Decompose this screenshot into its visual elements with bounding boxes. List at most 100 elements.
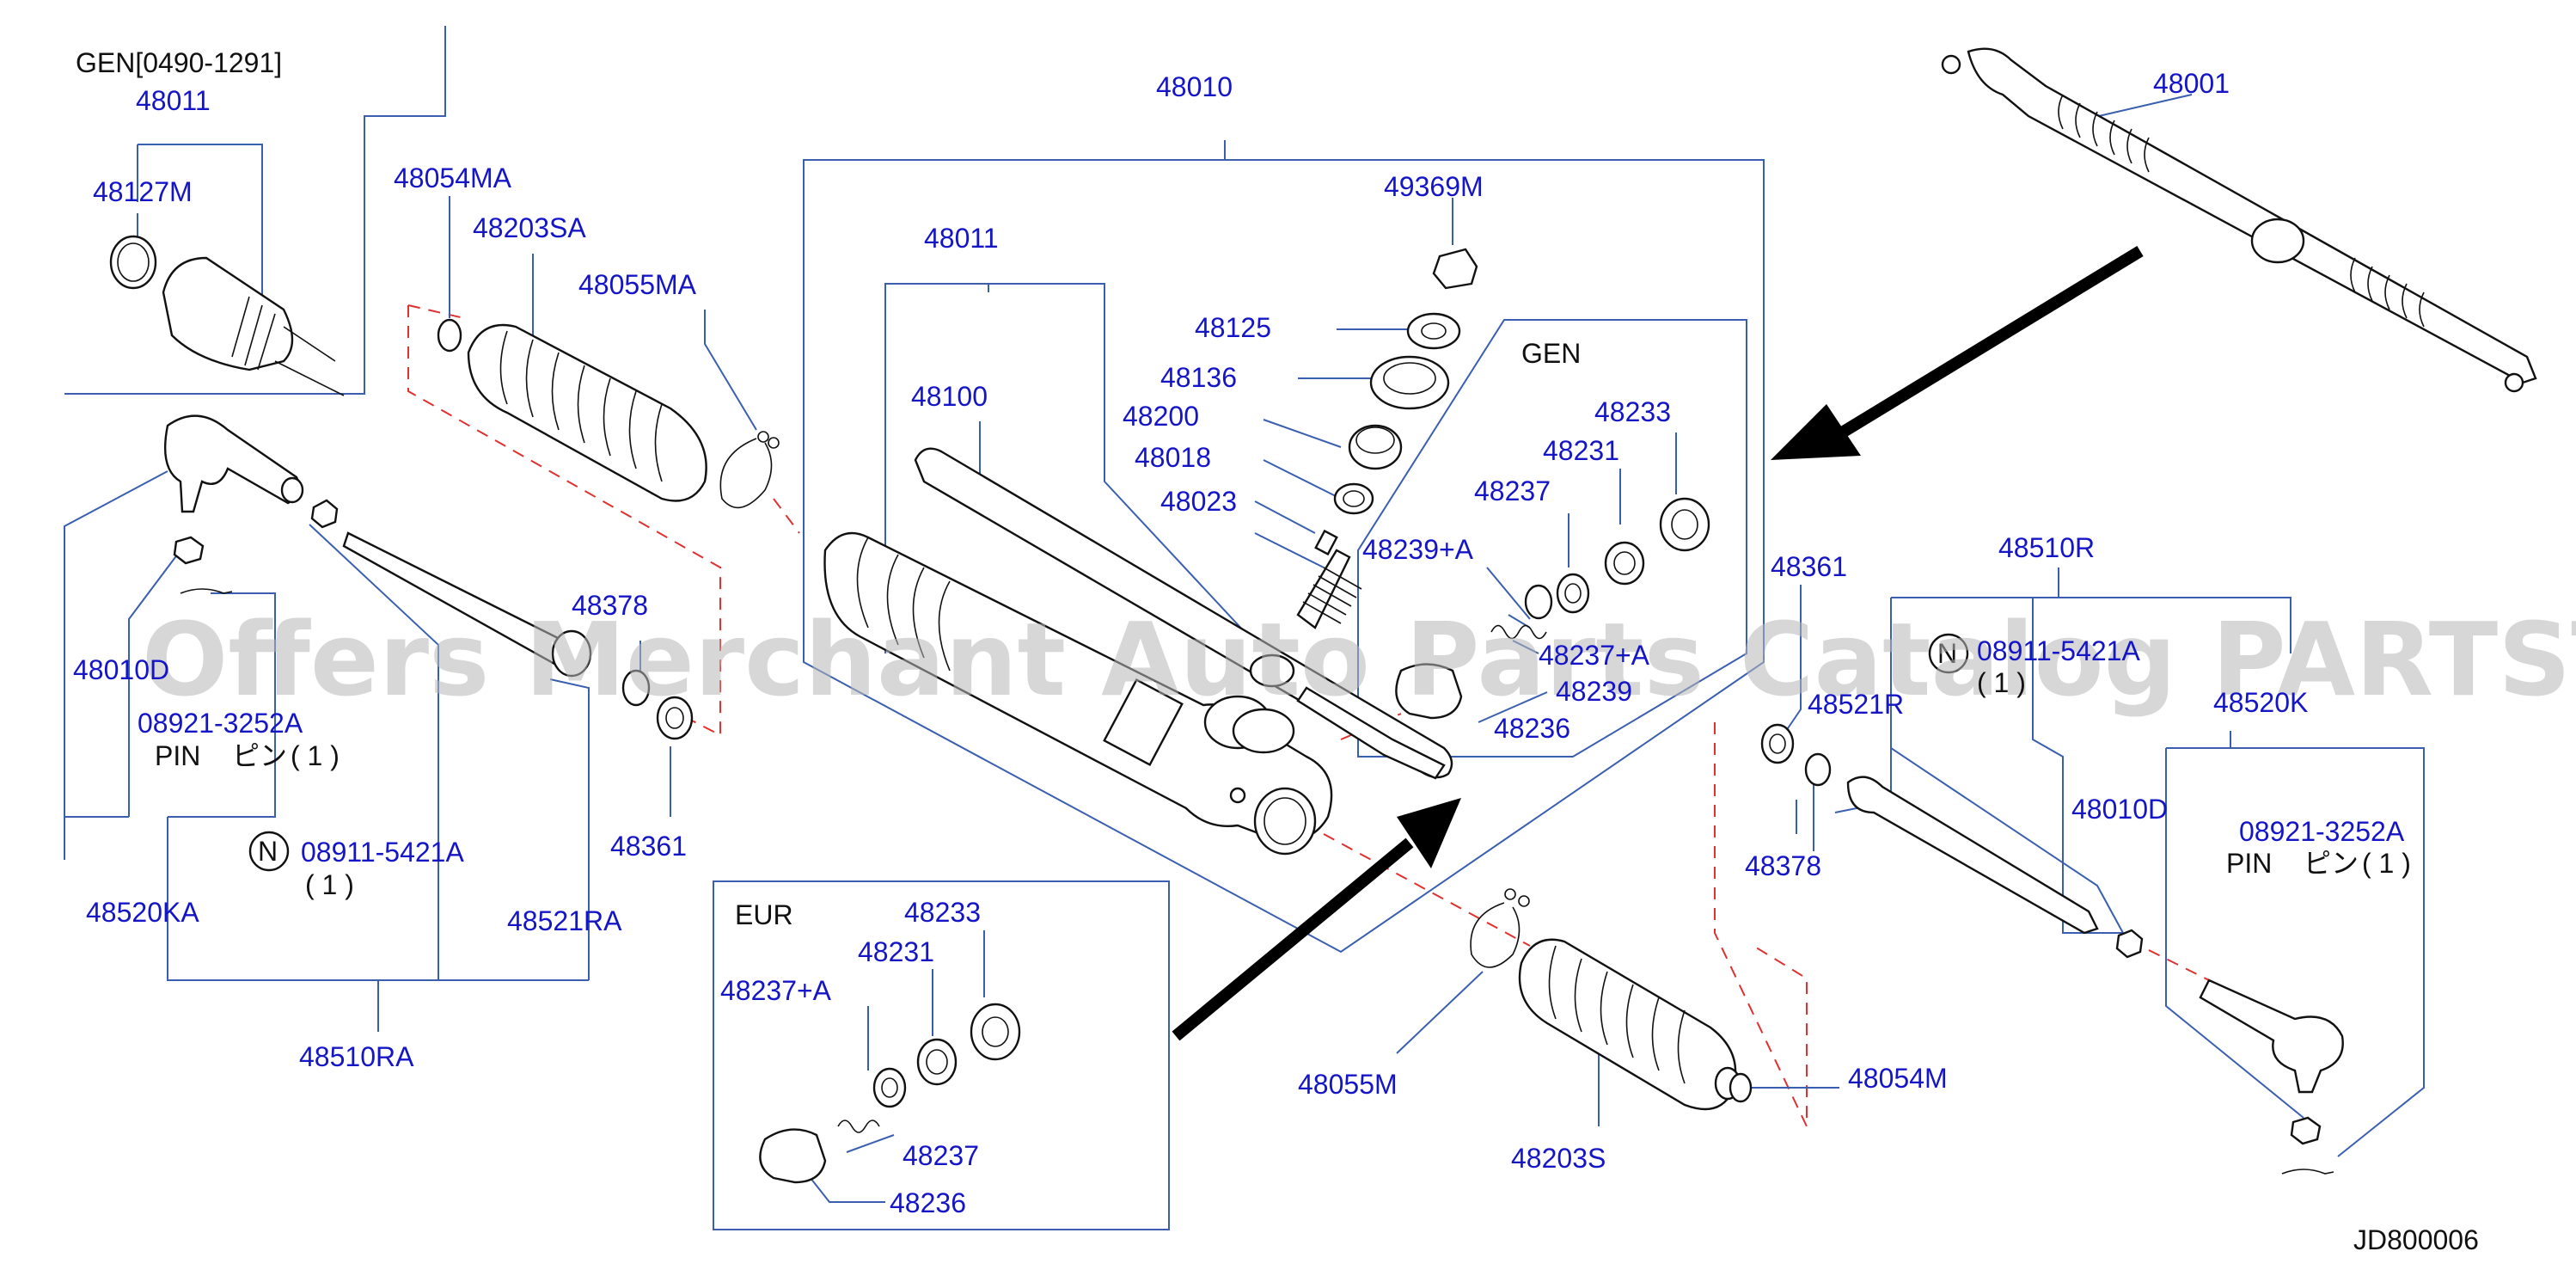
n-mark-left: N xyxy=(258,836,278,867)
label-48521ra: 48521RA xyxy=(507,905,622,936)
ring-48237a-gen xyxy=(1556,573,1590,614)
main-assembly-frame xyxy=(803,159,1765,954)
nut-48231-gen xyxy=(1604,541,1645,586)
arrow-head-2 xyxy=(1397,798,1461,868)
boot-48011-inset xyxy=(162,256,294,371)
rack-housing-48010 xyxy=(823,531,1333,842)
label-48011-main: 48011 xyxy=(924,223,999,254)
label-48010d-right: 48010D xyxy=(2071,794,2168,825)
label-48237-gen: 48237 xyxy=(1474,475,1551,506)
diagram-code: JD800006 xyxy=(2353,1224,2479,1255)
washer-48361-right xyxy=(1760,723,1795,764)
label-48237a-eur: 48237+A xyxy=(720,975,832,1006)
pin-jp-left: ピン xyxy=(232,740,287,771)
clamp-48055m xyxy=(1470,902,1521,968)
label-48239: 48239 xyxy=(1556,676,1632,707)
boot-48203sa xyxy=(467,323,707,502)
nut-48010d-right xyxy=(2290,1116,2322,1145)
label-48054m: 48054M xyxy=(1848,1063,1948,1094)
label-gen: GEN xyxy=(1521,338,1581,369)
watermark-text: Offers Merchant Auto Parts Catalog PARTS… xyxy=(142,600,2576,719)
cap-49369m xyxy=(1432,248,1478,290)
label-48521r: 48521R xyxy=(1808,689,1904,720)
arrow-to-eur xyxy=(1172,837,1414,1041)
part-drawings xyxy=(109,47,2537,1184)
pin-label-left: PIN xyxy=(155,740,200,771)
part-labels: 48011 48127M 48054MA 48203SA 48055MA 480… xyxy=(73,68,2405,1218)
label-48520k: 48520K xyxy=(2213,687,2308,718)
label-48200: 48200 xyxy=(1123,401,1199,432)
n-circle-right xyxy=(1928,633,1969,674)
washer-48125 xyxy=(1406,312,1461,350)
tie-rod-end-left xyxy=(164,414,301,513)
oring-48018 xyxy=(1333,482,1374,515)
pin-left xyxy=(180,588,233,594)
label-48239a: 48239+A xyxy=(1362,534,1474,565)
label-48378-left: 48378 xyxy=(572,590,648,621)
washer-48237-gen xyxy=(1524,584,1553,620)
label-08921-left: 08921-3252A xyxy=(138,708,303,739)
label-48236-gen: 48236 xyxy=(1494,713,1570,744)
pin-qty-left: ( 1 ) xyxy=(291,740,340,771)
spring-48237-eur xyxy=(837,1120,880,1133)
spring-48239 xyxy=(1490,624,1547,640)
label-48237a-gen: 48237+A xyxy=(1539,640,1650,671)
washer-48378-left xyxy=(621,669,651,707)
nut-48010d-left xyxy=(173,536,205,565)
locknut-48233-gen xyxy=(1659,497,1710,552)
label-48055m: 48055M xyxy=(1298,1069,1398,1100)
label-08921-right: 08921-3252A xyxy=(2239,816,2405,847)
pin-qty-right: ( 1 ) xyxy=(2362,848,2411,879)
nut-right xyxy=(2115,929,2144,959)
label-48055ma: 48055MA xyxy=(578,269,697,300)
label-48361-left: 48361 xyxy=(610,831,687,862)
label-eur: EUR xyxy=(735,899,793,930)
label-48203s: 48203S xyxy=(1511,1143,1606,1174)
label-48001: 48001 xyxy=(2153,68,2230,99)
group-labels: GEN[0490-1291] GEN EUR xyxy=(76,47,1581,930)
tie-rod-end-right xyxy=(2199,978,2344,1094)
leader-lines xyxy=(64,94,2425,1203)
label-48127m: 48127M xyxy=(93,176,193,207)
label-48125: 48125 xyxy=(1195,312,1271,343)
label-48100: 48100 xyxy=(911,381,988,412)
clamp-48055ma xyxy=(719,438,773,509)
left-boot-guide-top xyxy=(407,304,465,319)
n-circle-left xyxy=(248,831,290,872)
label-48231-gen: 48231 xyxy=(1543,435,1619,466)
left-boot-guide xyxy=(407,305,721,737)
label-08911-right: 08911-5421A xyxy=(1977,635,2140,666)
label-48010d-left: 48010D xyxy=(73,654,169,685)
locknut-48233-eur xyxy=(970,1003,1021,1061)
label-48361-right: 48361 xyxy=(1771,551,1847,582)
label-48237-eur: 48237 xyxy=(903,1140,979,1171)
direction-arrows xyxy=(1172,246,2144,1041)
label-48510r: 48510R xyxy=(1998,532,2095,563)
gen-subframe xyxy=(1357,319,1747,758)
label-48054ma: 48054MA xyxy=(394,163,512,193)
label-48203sa: 48203SA xyxy=(473,212,586,243)
bearing-48200 xyxy=(1348,424,1403,470)
washer-48378-right xyxy=(1804,752,1832,787)
plunger-48236-eur xyxy=(759,1128,827,1184)
label-gen-1291: GEN[0490-1291] xyxy=(76,47,282,78)
washer-48361-left xyxy=(656,696,694,740)
ring-48237a-eur xyxy=(872,1067,907,1108)
frames xyxy=(64,26,1765,1230)
oring-48054m xyxy=(1729,1072,1753,1103)
arrow-to-rack xyxy=(1836,246,2144,439)
label-48023: 48023 xyxy=(1160,486,1237,517)
inner-tie-rod-right xyxy=(1846,776,2099,935)
label-48231-eur: 48231 xyxy=(858,936,934,967)
label-48136: 48136 xyxy=(1160,362,1237,393)
n-mark-right: N xyxy=(1937,638,1957,669)
label-49369m: 49369M xyxy=(1384,171,1484,202)
label-48378-right: 48378 xyxy=(1745,850,1821,881)
pin-jp-right: ピン xyxy=(2304,848,2359,879)
label-48510ra: 48510RA xyxy=(299,1041,414,1072)
pinion-48023 xyxy=(1296,549,1351,629)
arrow-head-1 xyxy=(1771,404,1861,460)
rack-assembly-48001 xyxy=(1967,47,2537,384)
n-marks: N N xyxy=(248,633,1969,872)
